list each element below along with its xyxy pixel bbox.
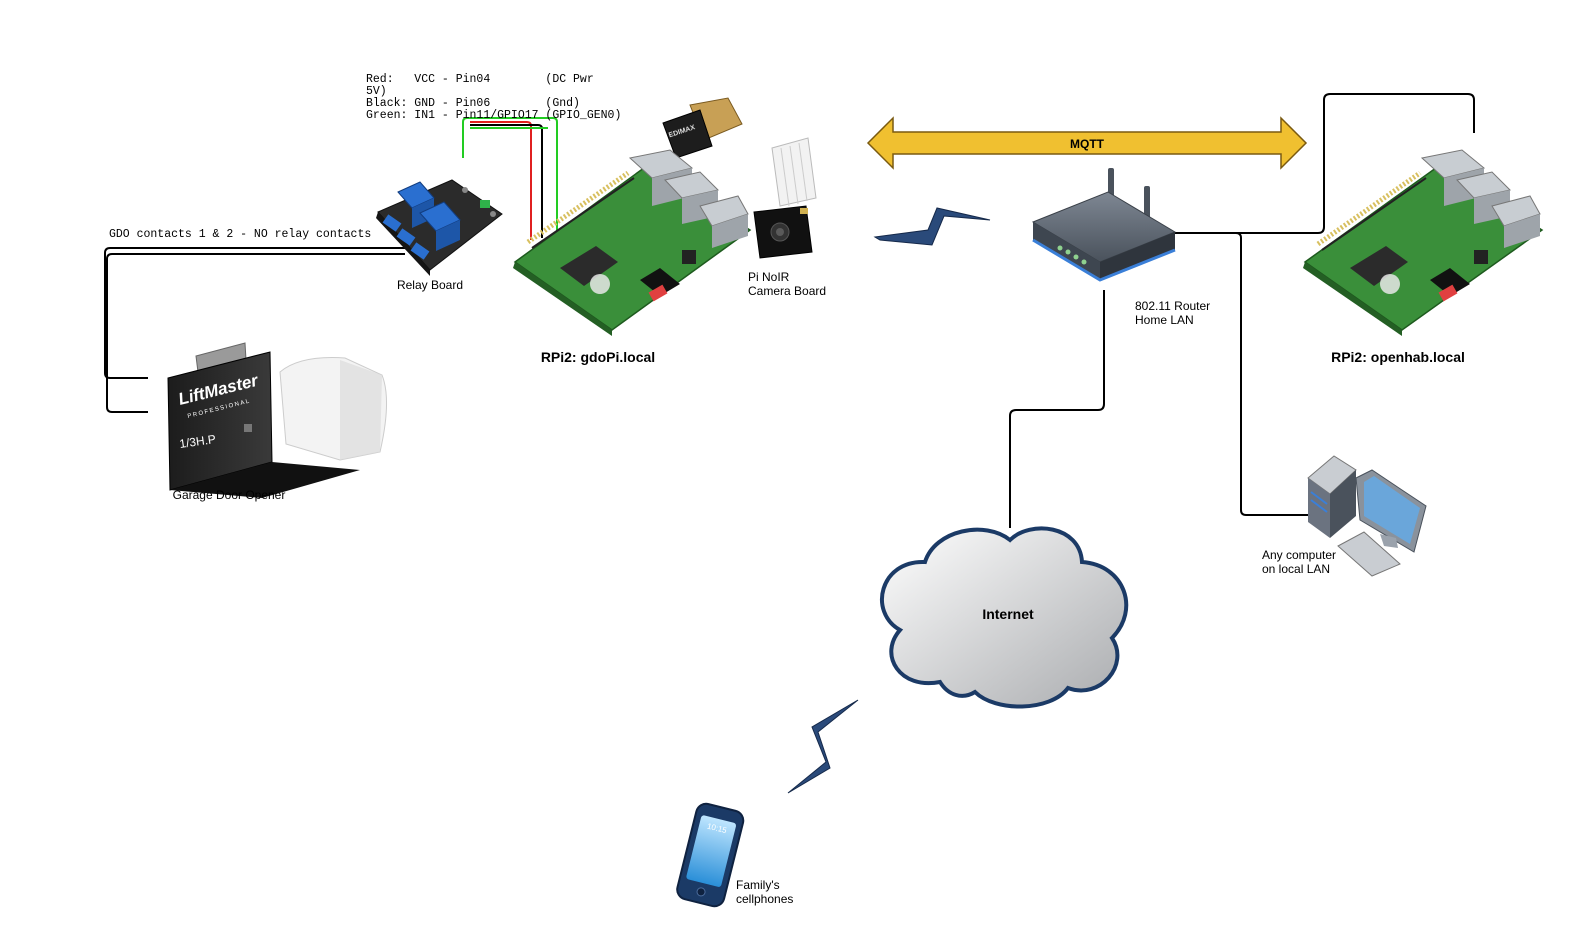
camera-board [753, 137, 817, 259]
cellphones-label-line: Family's [736, 878, 780, 892]
wiring-note-line: Red: VCC - Pin04 (DC Pwr [366, 73, 594, 86]
mqtt-label: MQTT [1070, 137, 1105, 151]
relay-board-label: Relay Board [397, 278, 463, 292]
computer-label-line: Any computer [1262, 548, 1336, 562]
mqtt-arrow: MQTT [866, 116, 1308, 170]
cellphone: 10:15 [676, 802, 745, 908]
router-label-line: 802.11 Router [1135, 299, 1210, 313]
internet-label: Internet [982, 606, 1034, 622]
lan-wires [1009, 93, 1475, 528]
wifi-zigzag-bottom [787, 699, 859, 794]
router [1031, 168, 1177, 282]
gpio-wires [462, 117, 558, 240]
cellphones-label-line: cellphones [736, 892, 793, 906]
wiring-notes: Red: VCC - Pin04 (DC Pwr 5V) Black: GND … [366, 73, 621, 122]
computer-label-line: on local LAN [1262, 562, 1330, 576]
openhab-board [1303, 149, 1544, 336]
gdopi-label: RPi2: gdoPi.local [541, 349, 655, 365]
internet-cloud: Internet [880, 526, 1129, 709]
relay-board [376, 179, 503, 276]
wiring-note-line: Black: GND - Pin06 (Gnd) [366, 97, 580, 110]
wiring-note-line: Green: IN1 - Pin11/GPIO17 (GPIO_GEN0) [366, 109, 621, 122]
camera-label-line: Pi NoIR [748, 270, 790, 284]
gdopi-board [513, 149, 752, 336]
wiring-note-line: 5V) [366, 85, 387, 98]
wifi-zigzag-top [873, 207, 991, 246]
garage-door-opener-label: Garage Door Opener [173, 488, 286, 502]
openhab-label: RPi2: openhab.local [1331, 349, 1465, 365]
gdo-hp-text: 1/3H.P [178, 432, 216, 451]
lan-computer [1307, 455, 1427, 577]
green-wire [462, 117, 558, 235]
router-label-line: Home LAN [1135, 313, 1194, 327]
garage-door-opener: LiftMaster PROFESSIONAL 1/3H.P [167, 342, 388, 498]
gdo-contacts-label: GDO contacts 1 & 2 - NO relay contacts [109, 228, 371, 241]
gdo-contact-wires [104, 247, 405, 413]
camera-label-line: Camera Board [748, 284, 826, 298]
wifi-dongle: EDIMAX [662, 97, 743, 159]
